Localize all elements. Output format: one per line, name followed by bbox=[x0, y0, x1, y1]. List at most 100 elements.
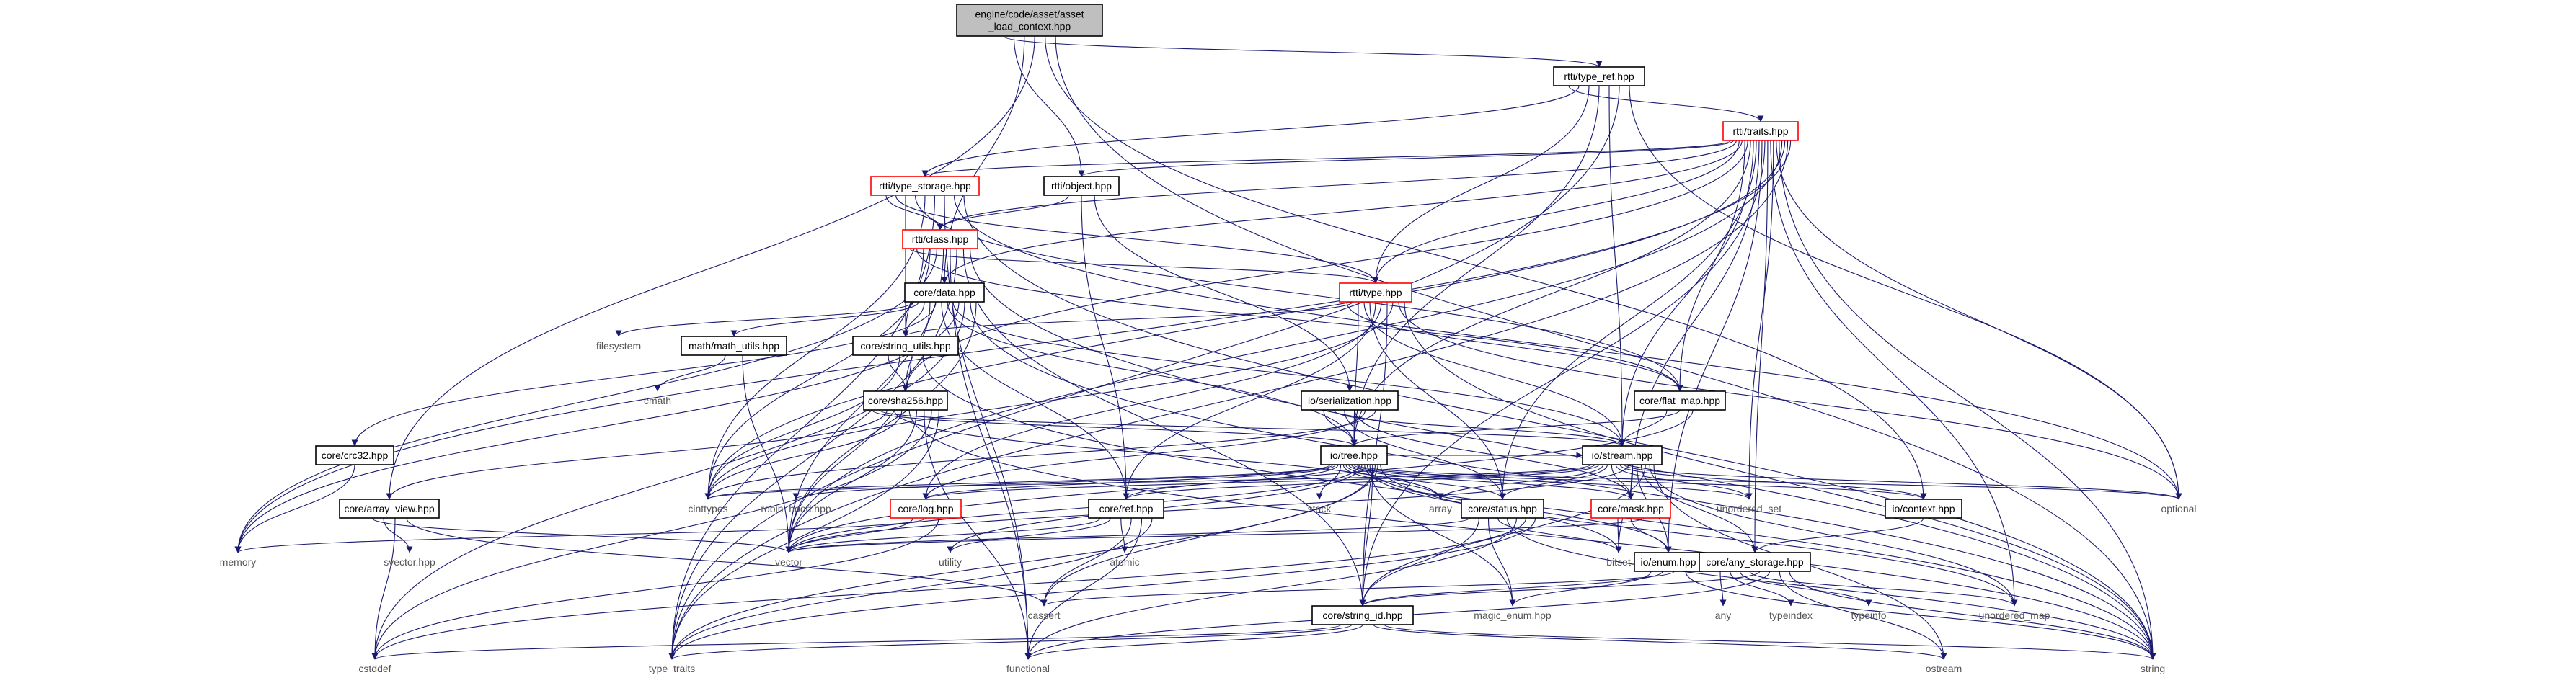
edge-array_view-to-cassert bbox=[406, 517, 1048, 607]
edge-tree-to-type_traits bbox=[668, 464, 1378, 660]
edge-class-to-functional bbox=[950, 248, 1032, 660]
edge-root-to-array_view bbox=[386, 35, 1035, 500]
edge-ref-to-functional bbox=[1024, 517, 1143, 660]
node-type[interactable]: rtti/type.hpp bbox=[1339, 282, 1412, 303]
node-stream[interactable]: io/stream.hpp bbox=[1582, 445, 1663, 465]
edge-log-to-cstddef bbox=[371, 517, 939, 660]
node-label-string_utils: core/string_utils.hpp bbox=[860, 340, 951, 352]
node-label-object: rtti/object.hpp bbox=[1051, 180, 1112, 192]
edge-traits-to-enum bbox=[1665, 140, 1763, 553]
node-object[interactable]: rtti/object.hpp bbox=[1043, 176, 1120, 196]
node-unordered_set: unordered_set bbox=[1717, 503, 1781, 514]
node-mask[interactable]: core/mask.hpp bbox=[1590, 499, 1671, 519]
node-serialization[interactable]: io/serialization.hpp bbox=[1301, 390, 1399, 411]
edge-type_storage-to-cinttypes bbox=[704, 195, 926, 500]
node-context[interactable]: io/context.hpp bbox=[1885, 499, 1962, 519]
node-ref[interactable]: core/ref.hpp bbox=[1088, 499, 1164, 519]
node-atomic: atomic bbox=[1110, 556, 1139, 568]
node-flat_map[interactable]: core/flat_map.hpp bbox=[1634, 390, 1726, 411]
node-data[interactable]: core/data.hpp bbox=[904, 282, 985, 303]
edge-traits-to-type bbox=[1372, 140, 1740, 284]
node-math_utils[interactable]: math/math_utils.hpp bbox=[681, 336, 787, 356]
edge-serialization-to-cinttypes bbox=[704, 409, 1376, 500]
node-label-vector: vector bbox=[775, 556, 802, 568]
edge-type_storage-to-string bbox=[963, 195, 2156, 660]
edge-tree-to-status bbox=[1345, 464, 1506, 500]
edge-tree-to-ref bbox=[1123, 464, 1339, 500]
edge-traits-to-type_storage bbox=[921, 140, 1731, 177]
node-string: string bbox=[2141, 663, 2165, 674]
node-array_view[interactable]: core/array_view.hpp bbox=[339, 499, 440, 519]
edge-class-to-cinttypes bbox=[704, 248, 931, 500]
node-root[interactable]: engine/code/asset/asset_load_context.hpp bbox=[956, 4, 1103, 37]
node-box-log bbox=[890, 499, 962, 519]
edge-sha256-to-functional bbox=[924, 409, 1032, 660]
node-label-flat_map: core/flat_map.hpp bbox=[1639, 395, 1720, 406]
node-label-robin_hood: robin_hood.hpp bbox=[761, 503, 831, 514]
node-cinttypes: cinttypes bbox=[688, 503, 727, 514]
node-string_id[interactable]: core/string_id.hpp bbox=[1311, 605, 1414, 625]
node-label-string_id: core/string_id.hpp bbox=[1322, 610, 1403, 621]
node-label-any: any bbox=[1715, 610, 1732, 621]
node-optional: optional bbox=[2161, 503, 2196, 514]
edge-tree-to-robin_hood bbox=[792, 464, 1334, 500]
edge-class-to-type_traits bbox=[668, 248, 957, 660]
node-box-mask bbox=[1590, 499, 1671, 519]
node-tree[interactable]: io/tree.hpp bbox=[1320, 445, 1388, 465]
edge-any_storage-to-ostream bbox=[1779, 571, 1947, 660]
node-enum[interactable]: io/enum.hpp bbox=[1634, 552, 1703, 572]
node-label-optional: optional bbox=[2161, 503, 2196, 514]
edge-stream-to-unordered_map bbox=[1649, 464, 2018, 607]
node-label-typeinfo: typeinfo bbox=[1851, 610, 1886, 621]
edge-stream-to-optional bbox=[1624, 464, 2182, 500]
edge-sha256-to-cstddef bbox=[371, 409, 932, 660]
edge-traits-to-string bbox=[1779, 140, 2156, 660]
node-label-array_view: core/array_view.hpp bbox=[344, 503, 435, 514]
node-label-sha256: core/sha256.hpp bbox=[868, 395, 944, 406]
node-type_traits: type_traits bbox=[649, 663, 696, 674]
edge-ref-to-type_traits bbox=[668, 517, 1153, 660]
edge-mask-to-vector bbox=[785, 517, 1645, 553]
edge-log-to-vector bbox=[785, 517, 913, 553]
node-log[interactable]: core/log.hpp bbox=[890, 499, 962, 519]
node-label-type_storage: rtti/type_storage.hpp bbox=[879, 180, 971, 192]
node-traits[interactable]: rtti/traits.hpp bbox=[1722, 121, 1799, 141]
node-type_ref[interactable]: rtti/type_ref.hpp bbox=[1553, 66, 1645, 86]
edge-stream-to-ref bbox=[1123, 464, 1600, 500]
node-box-tree bbox=[1320, 445, 1388, 465]
edge-status-to-vector bbox=[785, 517, 1470, 553]
edge-status-to-magic_enum bbox=[1487, 517, 1516, 607]
edge-traits-to-string_id bbox=[1359, 140, 1766, 607]
node-cmath: cmath bbox=[644, 395, 671, 406]
edge-data-to-tree bbox=[947, 301, 1358, 447]
node-utility: utility bbox=[939, 556, 962, 568]
node-sha256[interactable]: core/sha256.hpp bbox=[863, 390, 948, 411]
node-type_storage[interactable]: rtti/type_storage.hpp bbox=[870, 176, 980, 196]
edge-enum-to-string bbox=[1685, 571, 2156, 660]
node-label-cstddef: cstddef bbox=[358, 663, 391, 674]
edge-tree-to-mask bbox=[1348, 464, 1634, 500]
edge-flat_map-to-tree bbox=[1350, 409, 1681, 447]
edge-ref-to-cassert bbox=[1040, 517, 1132, 607]
edge-stream-to-status bbox=[1499, 464, 1608, 500]
node-label-serialization: io/serialization.hpp bbox=[1308, 395, 1391, 406]
node-box-object bbox=[1043, 176, 1120, 196]
node-unordered_map: unordered_map bbox=[1979, 610, 2050, 621]
edge-type-to-string bbox=[1404, 301, 2156, 660]
edge-root-to-string bbox=[1055, 35, 2156, 660]
node-label-memory: memory bbox=[220, 556, 257, 568]
node-class[interactable]: rtti/class.hpp bbox=[902, 229, 978, 249]
edge-type_storage-to-flat_map bbox=[914, 195, 1683, 392]
node-label-traits: rtti/traits.hpp bbox=[1732, 125, 1788, 137]
node-box-ref bbox=[1088, 499, 1164, 519]
node-any_storage[interactable]: core/any_storage.hpp bbox=[1699, 552, 1811, 572]
node-bitset: bitset bbox=[1606, 556, 1631, 568]
node-crc32[interactable]: core/crc32.hpp bbox=[315, 445, 394, 465]
node-box-any_storage bbox=[1699, 552, 1811, 572]
node-svector: svector.hpp bbox=[384, 556, 435, 568]
node-status[interactable]: core/status.hpp bbox=[1461, 499, 1544, 519]
edge-string_utils-to-sha256 bbox=[888, 354, 909, 392]
node-string_utils[interactable]: core/string_utils.hpp bbox=[852, 336, 959, 356]
node-label-math_utils: math/math_utils.hpp bbox=[689, 340, 779, 352]
edge-type-to-stream bbox=[1363, 301, 1626, 447]
